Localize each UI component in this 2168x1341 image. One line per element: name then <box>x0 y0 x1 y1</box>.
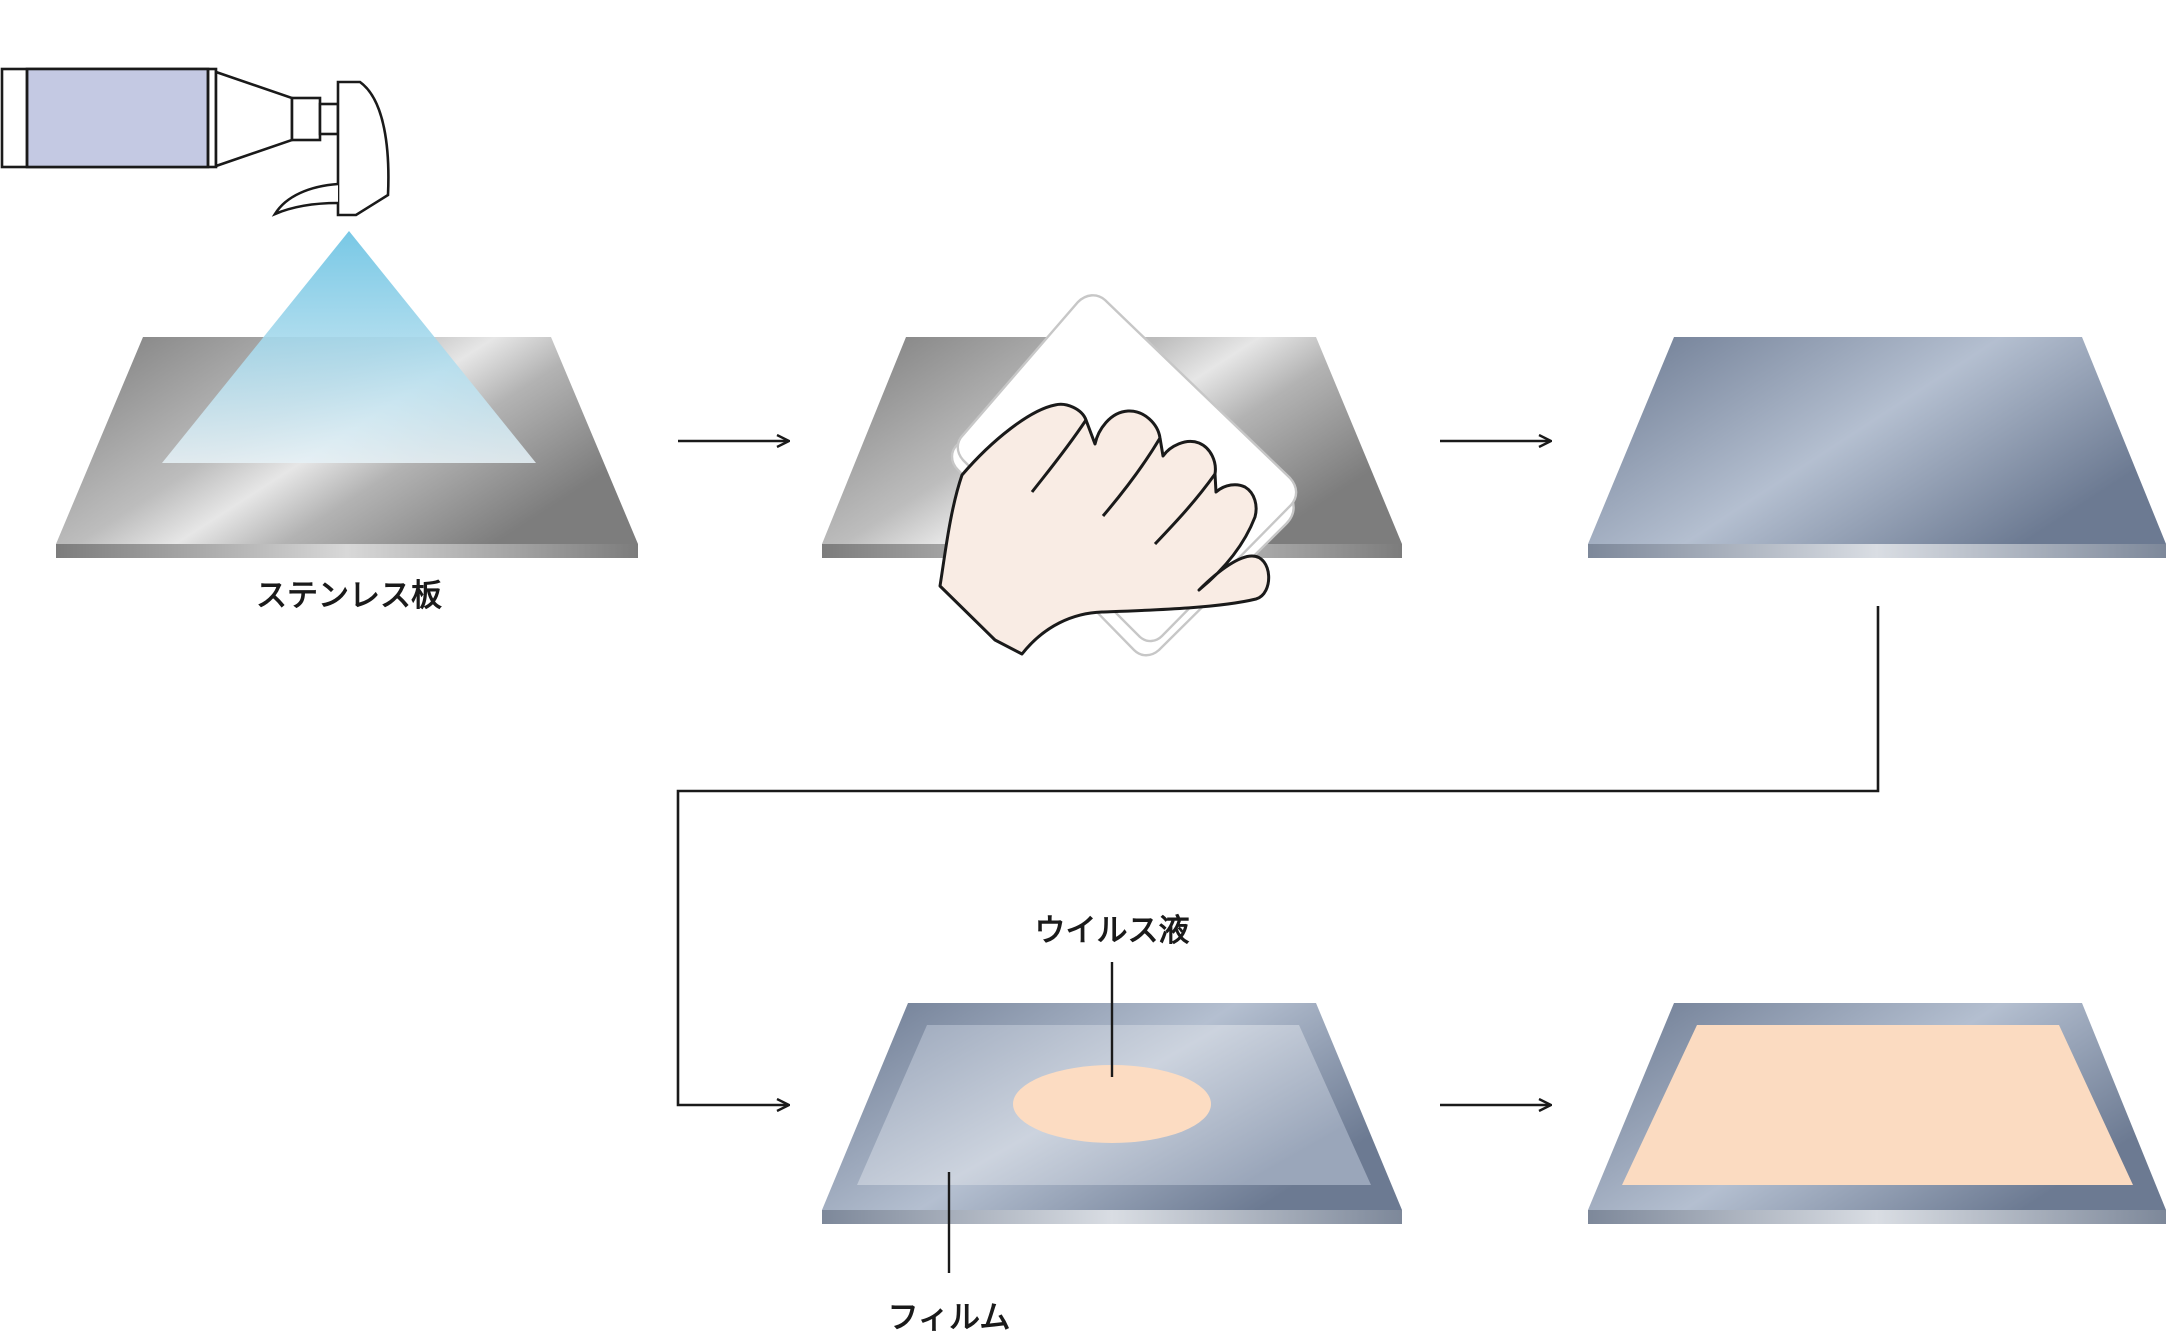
hand-wiping-icon <box>938 402 1271 656</box>
plate-edge <box>56 544 638 558</box>
spray-mist <box>162 231 536 463</box>
film-covered-area <box>1622 1025 2133 1185</box>
step-apply-virus: ウイルス液 フィルム <box>822 913 1402 1336</box>
virus-liquid-label: ウイルス液 <box>1035 913 1190 949</box>
spray-bottle-icon <box>0 67 390 217</box>
plate-edge <box>1588 1210 2166 1224</box>
virus-liquid-drop <box>1013 1065 1211 1143</box>
cleaned-plate <box>1588 337 2166 544</box>
connector-arrow <box>676 606 1880 1105</box>
plate-edge <box>822 1210 1402 1224</box>
step-film-covered <box>1588 1003 2166 1224</box>
stainless-plate-label: ステンレス板 <box>256 578 442 614</box>
film-label: フィルム <box>888 1300 1011 1336</box>
step-spray-plate: ステンレス板 <box>0 67 638 614</box>
step-wipe-plate <box>822 294 1402 657</box>
step-cleaned-plate <box>1588 337 2166 558</box>
plate-edge <box>1588 544 2166 558</box>
